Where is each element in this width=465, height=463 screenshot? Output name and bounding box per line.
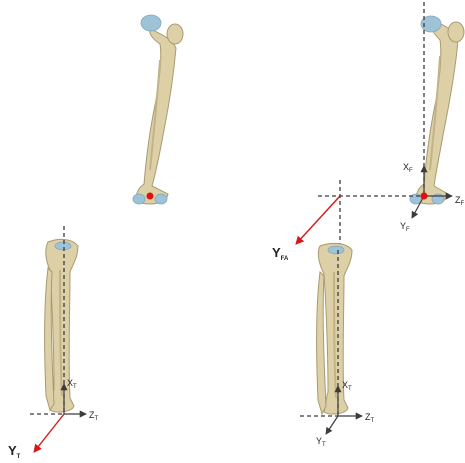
greater-trochanter [448, 22, 464, 42]
fibula [317, 272, 326, 414]
tibia-right-panel: XT ZT YT [300, 243, 375, 448]
tibia-z-axis-label: ZT [365, 412, 375, 424]
femur-bone [410, 16, 464, 204]
tibial-plateau [55, 242, 71, 250]
femoral-head [141, 15, 161, 31]
tibia-y-vector [34, 414, 64, 452]
femur-y-axis-label: YF [400, 221, 410, 233]
femur-bone [133, 15, 183, 204]
tibia-y-axis-arrow [326, 416, 338, 434]
fa-y-vector [296, 196, 340, 244]
knee-center-marker [147, 193, 154, 200]
tibial-plateau [328, 246, 344, 254]
greater-trochanter [167, 24, 183, 44]
condyle-left [133, 194, 145, 204]
condyle-right [155, 194, 167, 204]
tibia-y-vector-label: YT [8, 443, 21, 460]
tibia-z-axis-label: ZT [89, 410, 99, 422]
femur-axes-panel: XF ZF YF [400, 2, 465, 233]
femur-plain-panel [133, 15, 183, 204]
fa-y-vector-label: YFA [272, 245, 289, 262]
knee-center-marker [421, 193, 428, 200]
tibia-y-axis-label: YT [316, 436, 326, 448]
femur-z-axis-label: ZF [455, 195, 465, 207]
tibia-left-panel: XT ZT YT [8, 226, 99, 460]
femur-x-axis-label: XF [403, 162, 413, 174]
